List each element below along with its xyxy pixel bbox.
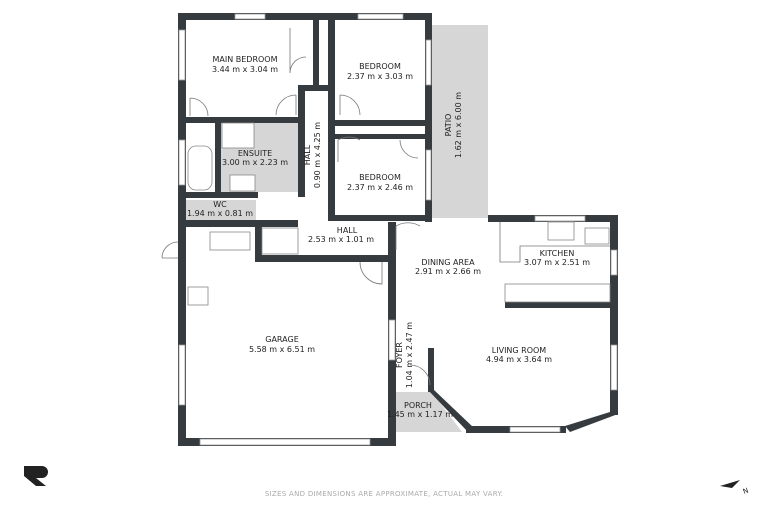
room-name: WC [213, 200, 227, 209]
compass-label: N [742, 487, 750, 496]
patio-area [432, 25, 488, 218]
room-labels: MAIN BEDROOM 3.44 m x 3.04 m BEDROOM 2.3… [187, 55, 590, 419]
brand-logo [24, 466, 48, 486]
room-name: HALL [337, 226, 358, 235]
room-name: BEDROOM [359, 173, 401, 182]
room-size: 4.94 m x 3.64 m [486, 355, 552, 364]
compass-icon: N [720, 480, 750, 496]
room-name: KITCHEN [540, 249, 575, 258]
room-size: 3.07 m x 2.51 m [524, 258, 590, 267]
room-size: 1.62 m x 6.00 m [454, 92, 463, 158]
porch-area [396, 392, 462, 432]
room-name: DINING AREA [421, 258, 475, 267]
room-size: 3.44 m x 3.04 m [212, 65, 278, 74]
wc-area [186, 200, 256, 220]
room-name: HALL [303, 144, 312, 165]
doors-fixtures [161, 28, 611, 386]
room-size: 5.58 m x 6.51 m [249, 345, 315, 354]
room-name: FOYER [395, 342, 404, 368]
room-size: 1.94 m x 0.81 m [187, 209, 253, 218]
room-name: GARAGE [265, 335, 299, 344]
room-name: ENSUITE [238, 149, 272, 158]
room-size: 1.45 m x 1.17 m [387, 410, 453, 419]
room-size: 3.00 m x 2.23 m [222, 158, 288, 167]
room-size: 2.37 m x 2.46 m [347, 183, 413, 192]
room-name: BEDROOM [359, 62, 401, 71]
room-name: MAIN BEDROOM [212, 55, 277, 64]
room-size: 2.91 m x 2.66 m [415, 267, 481, 276]
room-size: 2.37 m x 3.03 m [347, 72, 413, 81]
room-name: PATIO [444, 114, 453, 137]
room-size: 2.53 m x 1.01 m [308, 235, 374, 244]
room-size: 0.90 m x 4.25 m [313, 122, 322, 188]
room-name: PORCH [404, 401, 432, 410]
disclaimer-text: SIZES AND DIMENSIONS ARE APPROXIMATE, AC… [265, 490, 503, 498]
room-name: LIVING ROOM [492, 346, 547, 355]
windows [178, 13, 618, 446]
room-size: 1.04 m x 2.47 m [405, 322, 414, 388]
